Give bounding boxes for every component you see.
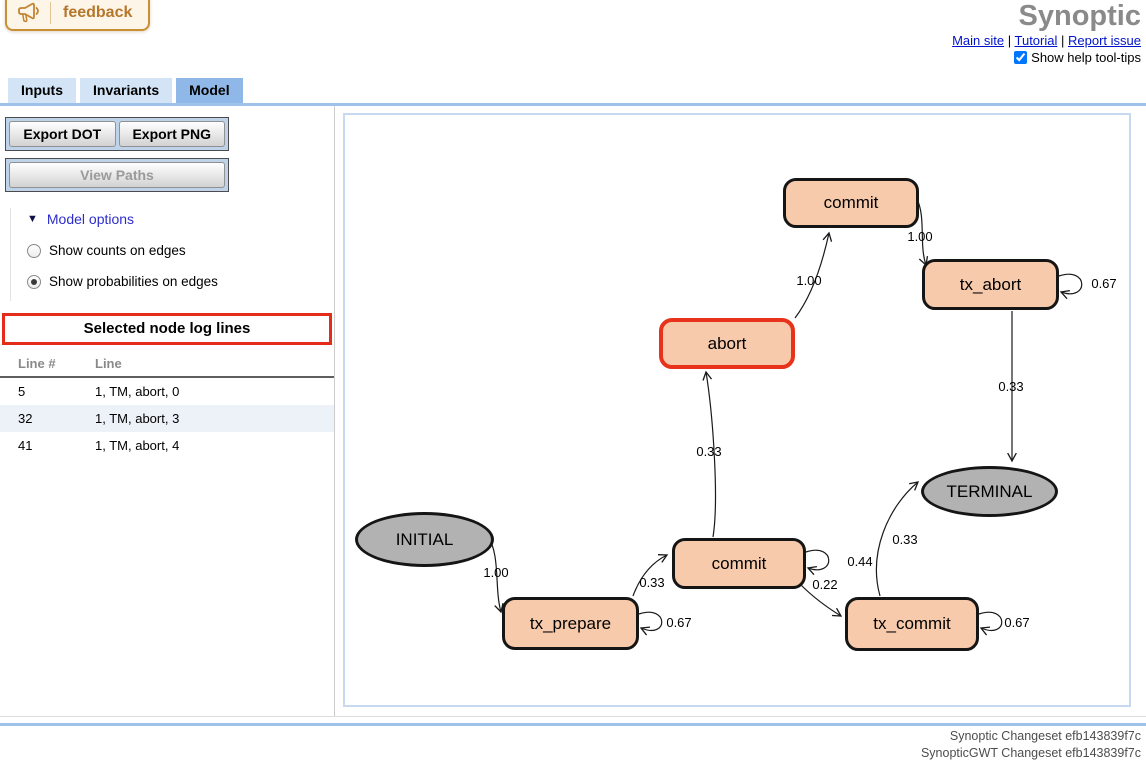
table-row[interactable]: 5 1, TM, abort, 0 xyxy=(0,378,334,405)
canvas-area: 1.00 1.00 0.67 0.33 0.33 1.00 0.67 0.33 0.44 0.22… xyxy=(335,106,1146,716)
graph-node-commit-top[interactable]: commit xyxy=(783,178,919,228)
view-paths-button-group: View Paths xyxy=(5,158,229,192)
export-dot-button[interactable]: Export DOT xyxy=(9,121,116,147)
app-title: Synoptic xyxy=(1018,0,1141,32)
tab-inputs[interactable]: Inputs xyxy=(8,78,76,103)
model-graph-canvas[interactable]: 1.00 1.00 0.67 0.33 0.33 1.00 0.67 0.33 0.44 0.22… xyxy=(343,113,1131,707)
edge-probability-label: 0.44 xyxy=(847,554,872,569)
model-options-panel: ▼ Model options Show counts on edges Sho… xyxy=(10,208,334,301)
graph-node-tx-abort[interactable]: tx_abort xyxy=(922,259,1059,310)
link-separator: | xyxy=(1061,33,1065,48)
cell-line-no: 5 xyxy=(18,384,26,399)
edge-probability-label: 0.33 xyxy=(639,575,664,590)
edge-probability-label: 0.33 xyxy=(998,379,1023,394)
feedback-button[interactable]: feedback xyxy=(5,0,151,31)
graph-node-terminal[interactable]: TERMINAL xyxy=(921,466,1058,517)
view-paths-button[interactable]: View Paths xyxy=(9,162,225,188)
radio-counts-label: Show counts on edges xyxy=(49,243,186,258)
edge-probability-label: 1.00 xyxy=(483,565,508,580)
edge-probability-label: 1.00 xyxy=(796,273,821,288)
radio-row-counts[interactable]: Show counts on edges xyxy=(27,243,334,258)
triangle-down-icon: ▼ xyxy=(27,213,38,225)
link-separator: | xyxy=(1007,33,1012,48)
graph-edge-tx-prepare-tx-prepare xyxy=(638,611,663,636)
tab-bar: Inputs Invariants Model xyxy=(0,78,1146,103)
graph-edge-commit-mid-commit-mid xyxy=(805,549,830,576)
show-tooltips-checkbox[interactable] xyxy=(1014,51,1028,64)
edge-probability-label: 0.22 xyxy=(812,577,837,592)
radio-counts[interactable] xyxy=(27,243,41,258)
graph-node-initial[interactable]: INITIAL xyxy=(355,512,494,567)
megaphone-icon xyxy=(15,2,51,24)
edge-probability-label: 0.67 xyxy=(666,615,691,630)
edge-probability-label: 0.67 xyxy=(1091,276,1116,291)
radio-row-probabilities[interactable]: Show probabilities on edges xyxy=(27,274,334,289)
edge-probability-label: 1.00 xyxy=(907,229,932,244)
sidebar: Export DOT Export PNG View Paths ▼ Model… xyxy=(0,106,335,716)
cell-line-no: 32 xyxy=(18,411,33,426)
feedback-label: feedback xyxy=(63,4,133,21)
tutorial-link[interactable]: Tutorial xyxy=(1014,33,1058,48)
log-lines-table: Line # Line 5 1, TM, abort, 0 32 1, TM, … xyxy=(0,348,334,459)
export-png-button[interactable]: Export PNG xyxy=(118,121,225,147)
synoptic-changeset: Synoptic Changeset efb143839f7c xyxy=(949,729,1141,743)
main-site-link[interactable]: Main site xyxy=(952,33,1005,48)
edge-probability-label: 0.67 xyxy=(1004,615,1029,630)
tab-underline xyxy=(0,103,1146,106)
model-options-toggle[interactable]: ▼ Model options xyxy=(27,211,334,227)
column-header-line-no: Line # xyxy=(18,356,56,371)
graph-edge-abort-commit-top xyxy=(794,231,833,319)
graph-edge-tx-abort-tx-abort xyxy=(1058,273,1083,300)
tab-model[interactable]: Model xyxy=(176,78,243,103)
column-header-line: Line xyxy=(95,356,122,371)
graph-edge-commit-top-tx-abort xyxy=(916,198,929,267)
model-options-label: Model options xyxy=(46,211,135,227)
table-row[interactable]: 41 1, TM, abort, 4 xyxy=(0,432,334,459)
graph-edge-tx-commit-tx-commit xyxy=(978,611,1003,636)
edge-probability-label: 0.33 xyxy=(892,532,917,547)
radio-probabilities[interactable] xyxy=(27,274,41,289)
tab-invariants[interactable]: Invariants xyxy=(80,78,173,103)
graph-edge-tx-commit-terminal xyxy=(875,481,920,597)
model-tab-content: Export DOT Export PNG View Paths ▼ Model… xyxy=(0,106,1146,717)
edge-probability-label: 0.33 xyxy=(696,444,721,459)
graph-edge-tx-prepare-commit-mid xyxy=(632,554,669,597)
show-tooltips-label: Show help tool-tips xyxy=(1031,50,1141,65)
graph-edge-commit-mid-abort xyxy=(702,370,717,538)
bottom-blue-line xyxy=(0,723,1146,726)
cell-line: 1, TM, abort, 3 xyxy=(95,411,180,426)
header-links: Main site | Tutorial | Report issue xyxy=(952,33,1141,48)
graph-edge-commit-mid-tx-commit xyxy=(800,584,843,617)
export-button-group: Export DOT Export PNG xyxy=(5,117,229,151)
report-issue-link[interactable]: Report issue xyxy=(1068,33,1141,48)
log-table-header: Line # Line xyxy=(0,348,334,378)
header: feedback Synoptic Main site | Tutorial |… xyxy=(0,0,1146,78)
synopticgwt-changeset: SynopticGWT Changeset efb143839f7c xyxy=(920,746,1141,760)
graph-node-abort[interactable]: abort xyxy=(659,318,795,369)
graph-node-tx-prepare[interactable]: tx_prepare xyxy=(502,597,639,650)
cell-line-no: 41 xyxy=(18,438,33,453)
cell-line: 1, TM, abort, 4 xyxy=(95,438,180,453)
graph-edges-layer: 1.00 1.00 0.67 0.33 0.33 1.00 0.67 0.33 0.44 0.22… xyxy=(483,198,1117,636)
graph-node-commit-mid[interactable]: commit xyxy=(672,538,806,589)
graph-node-tx-commit[interactable]: tx_commit xyxy=(845,597,979,651)
selected-node-log-lines-title: Selected node log lines xyxy=(2,313,332,345)
radio-probabilities-label: Show probabilities on edges xyxy=(49,274,218,289)
cell-line: 1, TM, abort, 0 xyxy=(95,384,180,399)
table-row[interactable]: 32 1, TM, abort, 3 xyxy=(0,405,334,432)
